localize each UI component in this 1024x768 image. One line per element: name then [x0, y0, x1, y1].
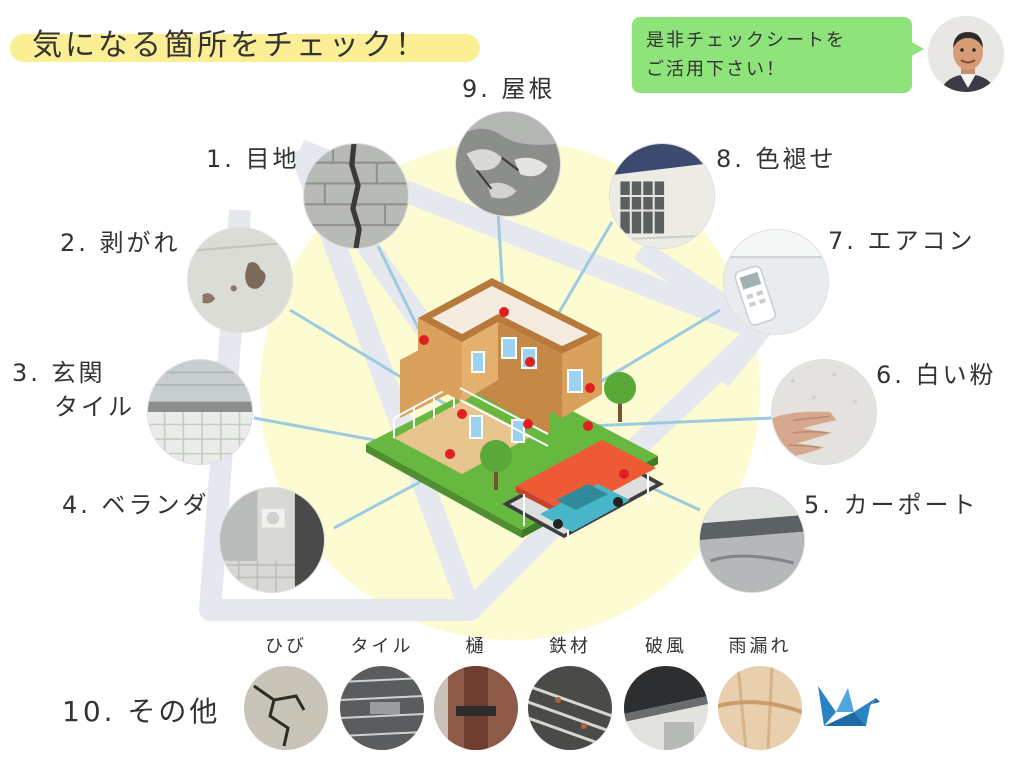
photo-carport [700, 488, 804, 592]
markers [419, 307, 629, 479]
item-label-ironwork: 鉄材 [549, 636, 591, 657]
label-entrance-line-1: 3. 玄関 [12, 359, 106, 387]
speech-bubble: 是非チェックシートを ご活用下さい！ [632, 17, 924, 93]
label-chalking: 6. 白い粉 [876, 361, 997, 389]
photo-fading [610, 144, 714, 248]
photo-joint [304, 144, 408, 248]
photo-entrance-tile [148, 360, 252, 464]
item-label-crack: ひび [265, 636, 307, 657]
label-fading: 8. 色褪せ [716, 145, 837, 173]
title-banner: 気になる箇所をチェック！ [10, 14, 480, 66]
photo-roof [456, 112, 560, 216]
label-aircon: 7. エアコン [828, 227, 976, 255]
car [540, 484, 630, 532]
photo-leak [718, 666, 802, 750]
item-label-gutter: 樋 [465, 636, 487, 657]
house-illustration [366, 278, 664, 544]
label-veranda: 4. ベランダ [62, 491, 210, 519]
speech-line-2: ご活用下さい！ [646, 59, 786, 80]
photo-veranda [220, 488, 324, 592]
photo-aircon [724, 230, 828, 334]
label-roof: 9. 屋根 [462, 75, 556, 103]
label-other: 10. その他 [62, 695, 221, 728]
photo-peeling [188, 228, 292, 332]
label-peeling: 2. 剥がれ [60, 229, 181, 257]
photo-tile [340, 666, 424, 750]
label-entrance-line-2: タイル [54, 393, 135, 421]
paper-crane-icon [818, 686, 880, 726]
title-highlight [10, 34, 480, 62]
photo-ironwork [528, 666, 612, 750]
tree-right [480, 440, 512, 490]
photo-crack [244, 666, 328, 750]
item-label-leak: 雨漏れ [728, 636, 792, 657]
item-label-bargeboard: 破風 [645, 636, 687, 657]
photo-bargeboard [624, 666, 708, 750]
man-portrait-icon [926, 14, 1006, 94]
photo-gutter [434, 666, 518, 750]
photo-chalking [772, 360, 876, 464]
carport-roof [516, 440, 656, 514]
label-entrance-tile: 3. 玄関 タイル [12, 356, 135, 424]
speech-line-1: 是非チェックシートを [646, 30, 846, 51]
tree-left [604, 372, 636, 422]
item-label-tile: タイル [350, 636, 414, 657]
page-title: 気になる箇所をチェック！ [32, 28, 428, 63]
label-carport: 5. カーポート [804, 491, 979, 519]
label-joint: 1. 目地 [206, 145, 300, 173]
